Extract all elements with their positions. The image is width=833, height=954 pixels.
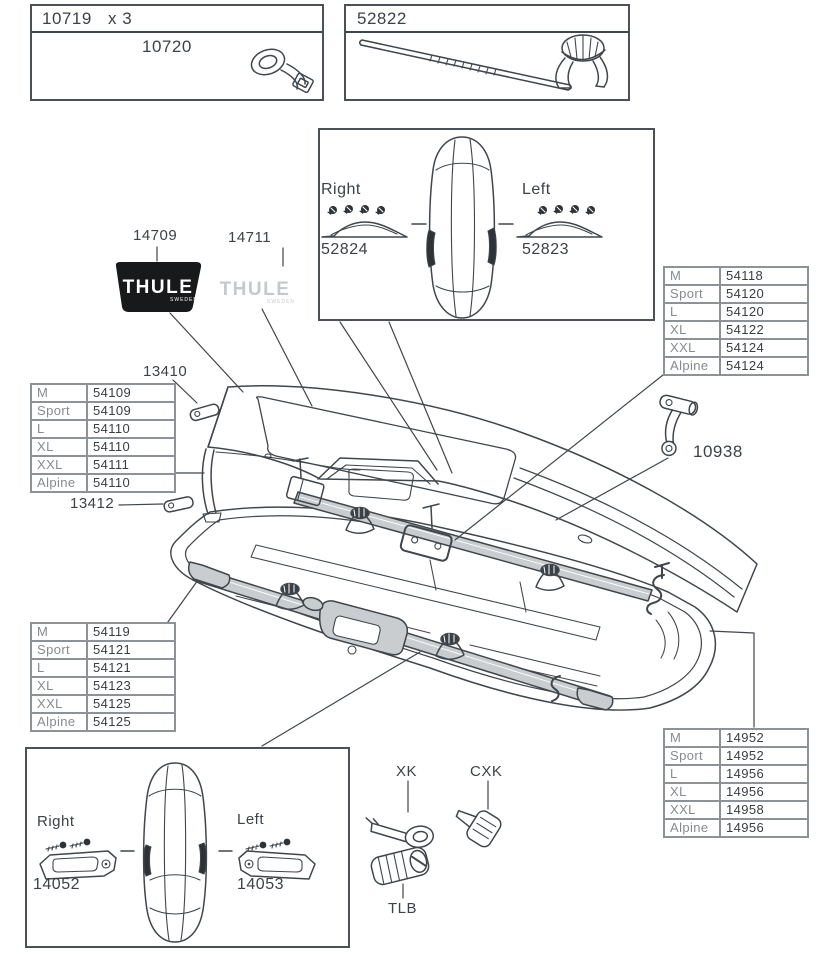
- thule-sub-black: SWEDEN: [170, 297, 198, 303]
- pin-upper-part-number: 13410: [143, 363, 188, 380]
- handle-left-part: 14053: [237, 876, 284, 893]
- logo-gray-part-number: 14711: [228, 229, 272, 246]
- strap-kit-quantity: x 3: [108, 9, 133, 28]
- pin-lower-part-number: 13412: [70, 495, 115, 512]
- trim-right-label: Right: [321, 181, 361, 198]
- handle-left-label: Left: [237, 811, 265, 828]
- rail-clamp-right-icon: [646, 562, 670, 615]
- bracket-part-number: 10938: [693, 442, 743, 461]
- thule-logo-black: [115, 262, 202, 312]
- torque-rod-part-number: 52822: [357, 9, 407, 28]
- thule-wordmark-black: THULE: [123, 277, 194, 298]
- trim-left-label: Left: [522, 181, 551, 198]
- pin-13412-icon: [163, 496, 194, 513]
- handle-right-part: 14052: [33, 876, 80, 893]
- handle-right-label: Right: [37, 813, 75, 830]
- key-xk-label: XK: [396, 763, 418, 780]
- thule-wordmark-gray: THULE: [220, 279, 291, 300]
- lock-tlb-icon: [370, 846, 430, 886]
- logo-black-part-number: 14709: [133, 227, 178, 244]
- trim-left-part: 52823: [522, 241, 569, 258]
- roofbox-open-illustration: [170, 385, 758, 711]
- strap-kit-part-number: 10719: [42, 9, 92, 28]
- rail-clamp-center-icon: [399, 503, 453, 562]
- rail-clamp-left-icon: [285, 457, 325, 507]
- rail-clamp-front-icon: [550, 675, 561, 702]
- clamp-knob-icons: [275, 506, 565, 660]
- key-cxk-label: CXK: [470, 763, 503, 780]
- thule-sub-gray: SWEDEN: [267, 299, 295, 305]
- handle-kit-box: [25, 747, 350, 948]
- trim-right-part: 52824: [321, 241, 368, 258]
- strap-part-number: 10720: [142, 37, 192, 56]
- lid-trim-box: [318, 128, 655, 321]
- pin-13410-icon: [189, 403, 220, 422]
- key-cxk-icon: [455, 809, 502, 848]
- key-xk-icon: [365, 817, 435, 849]
- lock-tlb-label: TLB: [388, 900, 418, 917]
- bracket-10938-icon: [659, 394, 699, 457]
